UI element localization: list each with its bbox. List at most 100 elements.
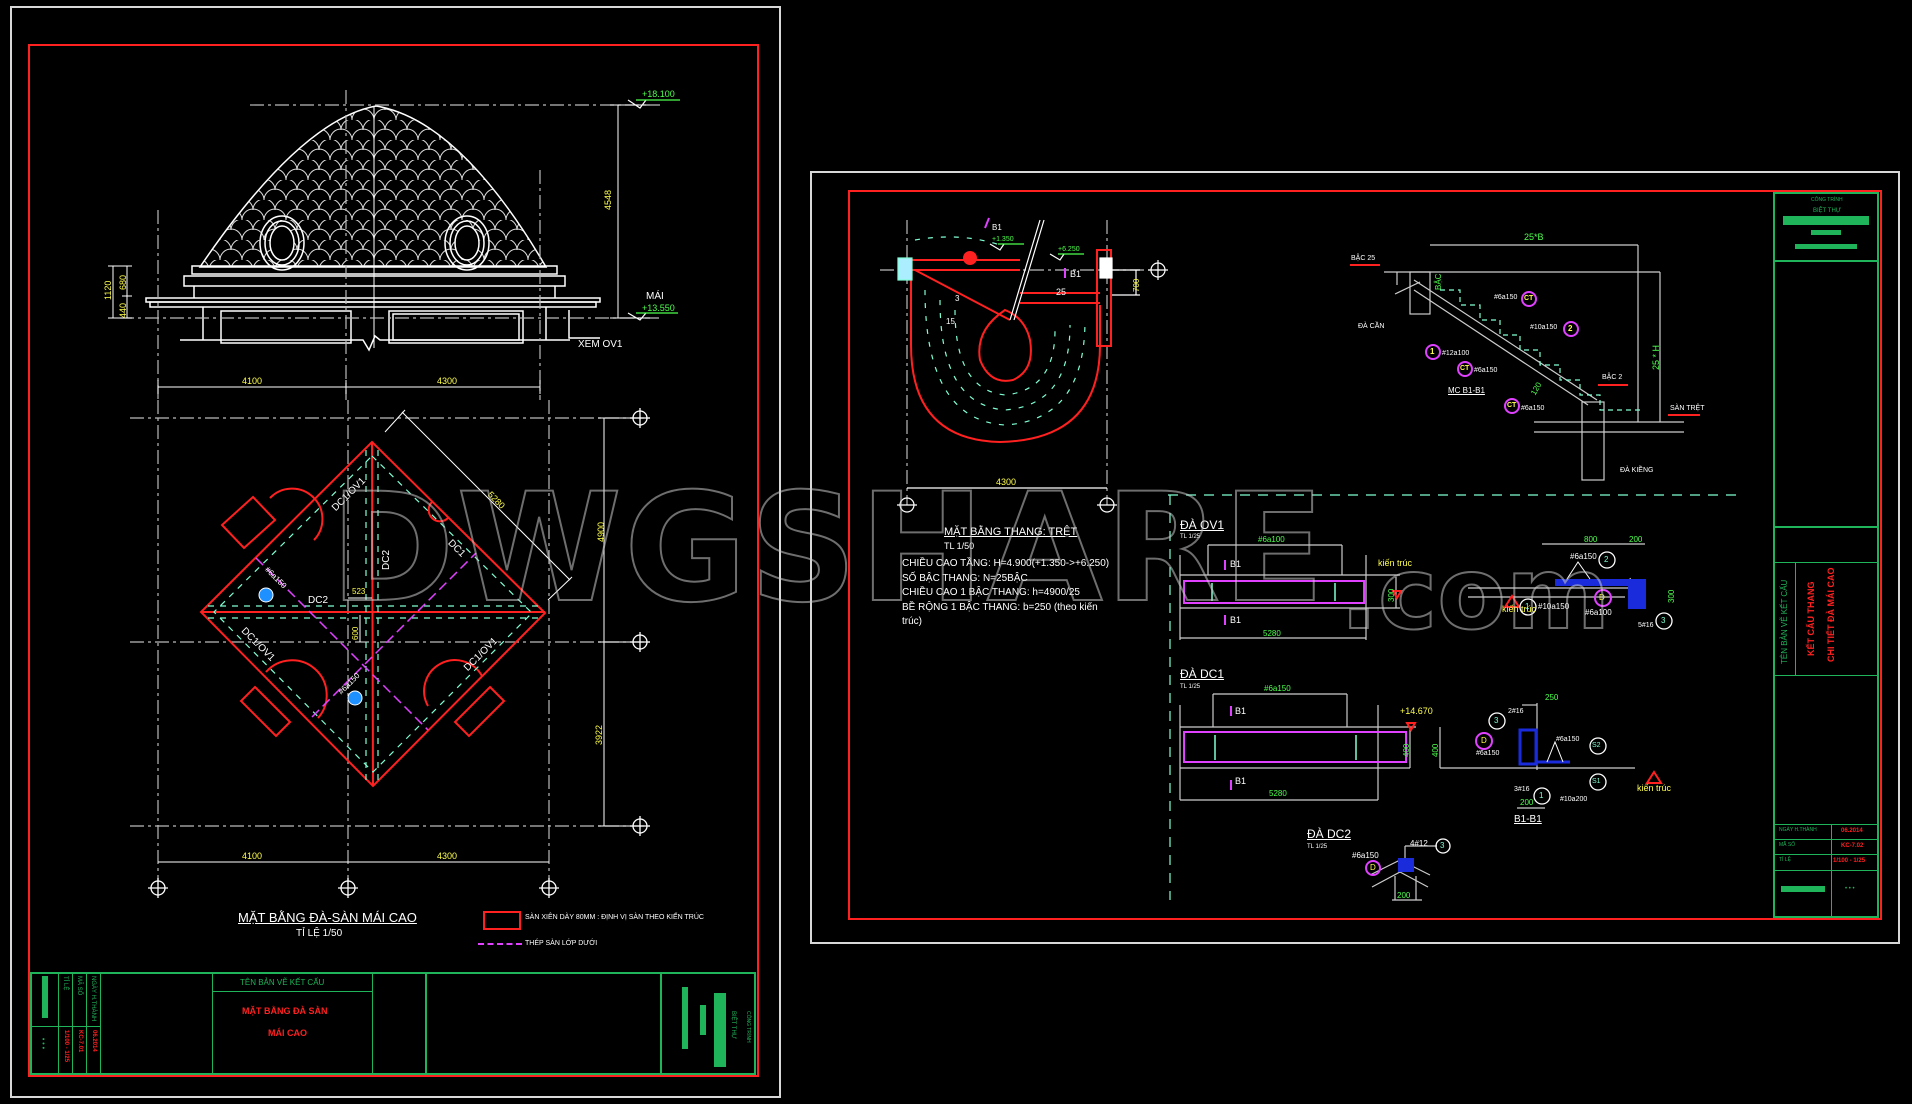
tb2-divider [1775,870,1877,871]
dc1-sec-rebar-s1: #10a200 [1560,796,1588,803]
tb1-divider [212,991,372,992]
tb2-dots: • • • [1845,886,1855,892]
dc1-mark-b1-bot: B1 [1235,776,1247,786]
dc1-sec-dim-200: 200 [1520,798,1534,807]
tb1-divider [72,972,73,1075]
stair-dim-4300: 4300 [996,477,1017,487]
note-step-width-cont: trúc) [902,616,922,627]
ov1-tag-1: 1 [1525,602,1530,611]
dc1-tag-1: 1 [1539,791,1544,800]
section-tag-ct-3: CT [1507,402,1517,409]
section-tag-2: 2 [1568,324,1573,333]
section-top-dim: 25*B [1524,232,1544,242]
tb1-header: TÊN BẢN VẼ KẾT CẤU [240,978,325,987]
stair-step-15: 15 [946,317,955,326]
tb2-value-date: 06.2014 [1841,828,1863,834]
sheet1-drawing-title: MẶT BẰNG ĐÀ-SÀN MÁI CAO [238,910,417,925]
tb2-value-scale: 1/100 - 1/25 [1833,858,1866,864]
tb1-divider [86,972,87,1075]
tb2-divider [1775,839,1877,840]
ov1-tag-3: 3 [1661,616,1666,625]
tb2-project: BIỆT THỰ [1813,208,1841,214]
dc1-tag-d: D [1481,736,1487,745]
dc1-title: ĐÀ DC1 [1180,667,1225,681]
tb1-logo-bar [42,976,48,1018]
section-label-da-kieng: ĐÀ KIỀNG [1620,467,1654,474]
ov1-scale: TL 1/25 [1180,534,1201,540]
sheet-2-frame [810,171,1900,944]
plan-dim-523: 523 [352,587,366,596]
section-title: MC B1-B1 [1448,386,1485,395]
ov1-sec-rebar-3: 5#16 [1638,622,1654,629]
tb1-bar [682,987,688,1049]
tb2-name-line2: CHI TIẾT ĐÀ MÁI CAO [1826,567,1836,663]
level-top-label: +18.100 [642,89,675,99]
dc2-tag-3: 3 [1440,841,1445,850]
sheet2-titleblock: CÔNG TRÌNH BIỆT THỰ TÊN BẢN VẼ KẾT CẤU K… [1773,192,1879,918]
legend-magenta-dash-text: THÉP SÀN LỚP DƯỚI [525,940,598,947]
tb2-divider [1795,562,1796,675]
tb1-divider [212,972,213,1075]
stair-step-3: 3 [955,294,960,303]
tb2-field-code: MÃ SỐ [1779,842,1796,848]
tb1-name-line1: MẶT BẰNG ĐÀ SÀN [242,1006,328,1016]
legend-red-rect-text: SÀN XIÊN DÀY 80MM : ĐỊNH VỊ SÀN THEO KIẾ… [525,914,704,921]
sheet-2-red-border [848,190,1882,920]
tb1-divider [58,972,59,1075]
tb2-divider [1775,526,1877,528]
tb1-divider [30,1026,100,1027]
legend-red-rect-symbol [483,911,521,930]
beam-label-dc2-horiz: DC2 [308,595,329,606]
dc1-tag-s2: S2 [1592,742,1601,749]
tb2-divider [1775,260,1877,262]
note-step-count: SỐ BẬC THANG: N=25BẬC [902,572,1028,584]
tb2-bar [1781,886,1825,892]
sheet-1-frame [10,6,781,1098]
plan-dim-4300: 4300 [437,851,458,861]
tb2-divider [1775,675,1877,676]
note-floor-height: CHIỀU CAO TẦNG: H=4.900(+1.350->+6.250) [902,558,1110,569]
section-rebar-2: #10a150 [1530,324,1558,331]
section-rebar-1: #12a100 [1442,350,1470,357]
tb2-field-scale: TỈ LỆ [1779,857,1791,863]
legend-magenta-dash-symbol [478,943,522,945]
ov1-note-kien-truc: kiến trúc [1378,558,1413,568]
tb2-value-code: KC-7.02 [1841,843,1864,849]
tb2-divider [1775,562,1877,563]
tb1-divider [425,972,427,1075]
dc1-tag-s1: S1 [1592,778,1601,785]
dc1-sec-rebar-2-16: 2#16 [1508,708,1524,715]
section-tag-ct-1: CT [1524,295,1534,302]
elev-dim-4100: 4100 [242,376,263,386]
stair-level-6250: +6.250 [1058,246,1080,253]
ov1-tag-d: D [1599,593,1605,602]
sheet1-drawing-scale: TỈ LỆ 1/50 [296,928,343,939]
tb2-header: TÊN BẢN VẼ KẾT CẤU [1780,579,1789,664]
stair-plan-scale: TL 1/50 [944,541,975,551]
dc2-scale: TL 1/25 [1307,844,1328,850]
section-label-san-tret: SÀN TRỆT [1670,405,1705,412]
stair-section-mark-b1-a: B1 [992,223,1002,232]
dc1-sec-rebar-d: #6a150 [1476,750,1500,757]
elev-dim-4300: 4300 [437,376,458,386]
section-rebar-ct-bot: #6a150 [1521,405,1545,412]
dc1-sec-rebar-s2: #6a150 [1556,736,1580,743]
ov1-sec-note: kiến trúc [1502,604,1537,614]
tb2-bar [1795,244,1857,249]
dc2-title: ĐÀ DC2 [1307,827,1352,841]
level-roof-label: +13.550 [642,303,675,313]
dc1-sec-note: kiến trúc [1637,783,1672,793]
dc1-sec-rebar-3-16: 3#16 [1514,786,1530,793]
tb2-field-date: NGÀY H.THÀNH [1779,827,1817,833]
dc1-scale: TL 1/25 [1180,684,1201,690]
dc2-rebar-stirrup: #6a150 [1352,851,1379,860]
stair-plan-title: MẶT BẰNG THANG: TRỆT [944,526,1078,538]
ov1-mark-b1-top: B1 [1230,559,1242,569]
dc1-mark-b1-top: B1 [1235,706,1247,716]
tb2-divider [1831,824,1832,916]
